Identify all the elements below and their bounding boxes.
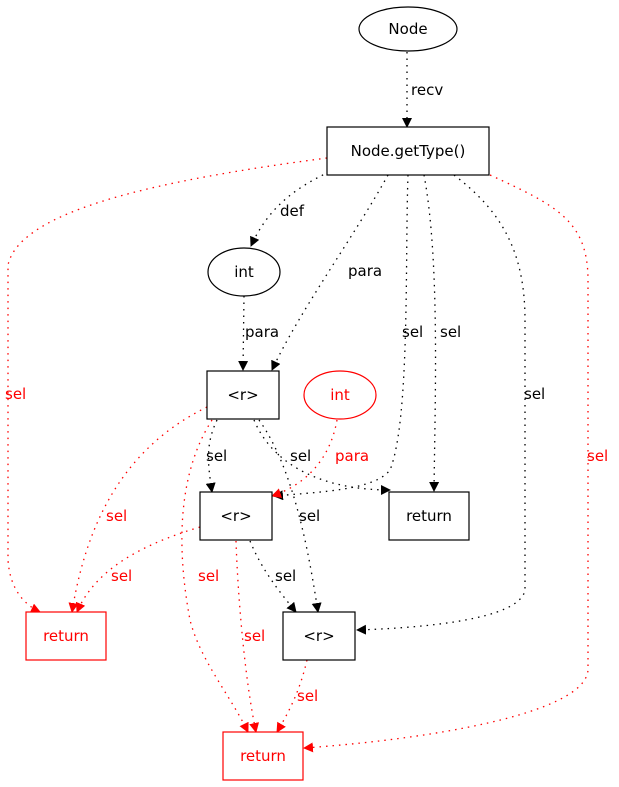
edge-gettype-to-ret1: sel bbox=[423, 174, 461, 492]
edge-line bbox=[273, 174, 409, 501]
edge-r3-to-ret_bottom: sel bbox=[276, 659, 318, 733]
edge-label: sel bbox=[440, 323, 461, 341]
edge-line bbox=[271, 174, 389, 371]
node-ret-left[interactable]: return bbox=[25, 611, 107, 661]
edge-label: para bbox=[348, 262, 382, 280]
edge-line bbox=[68, 406, 208, 613]
edge-r1-to-ret_left: sel bbox=[68, 406, 208, 613]
edge-label: def bbox=[280, 202, 305, 220]
edge-line bbox=[205, 419, 218, 493]
edge-gettype-to-r1: para bbox=[271, 174, 389, 371]
edge-gettype-to-ret_left: sel bbox=[5, 157, 328, 613]
edge-label: sel bbox=[111, 567, 132, 585]
node-box[interactable] bbox=[222, 731, 304, 781]
node-r3[interactable]: <r> bbox=[282, 611, 356, 661]
node-box[interactable] bbox=[282, 611, 356, 661]
edge-label: sel bbox=[5, 385, 26, 403]
node-r2[interactable]: <r> bbox=[199, 491, 273, 541]
edge-label: sel bbox=[106, 507, 127, 525]
edge-line bbox=[238, 295, 249, 371]
edge-r2-to-ret_left: sel bbox=[75, 526, 201, 613]
node-box[interactable] bbox=[25, 611, 107, 661]
edge-line bbox=[235, 540, 260, 733]
edge-label: sel bbox=[587, 447, 608, 465]
node-ellipse[interactable] bbox=[303, 370, 377, 420]
edge-label: sel bbox=[290, 447, 311, 465]
node-label: return bbox=[406, 507, 452, 525]
edge-gettype-to-int1: def bbox=[250, 171, 330, 247]
edge-gettype-to-r3: sel bbox=[356, 174, 545, 635]
edge-line bbox=[75, 526, 201, 613]
edge-r2-to-ret_bottom: sel bbox=[235, 540, 265, 733]
edge-r1-to-ret1: sel bbox=[253, 419, 391, 495]
node-box[interactable] bbox=[206, 370, 280, 420]
node-label: <r> bbox=[227, 386, 258, 404]
edge-gettype-to-r2: sel bbox=[273, 174, 423, 501]
edge-int1-to-r1: para bbox=[238, 295, 279, 371]
node-label: <r> bbox=[303, 627, 334, 645]
node-label: int bbox=[330, 386, 350, 404]
edge-line bbox=[253, 419, 391, 495]
node-label: <r> bbox=[220, 507, 251, 525]
node-int2[interactable]: int bbox=[303, 370, 377, 420]
node-label: int bbox=[234, 263, 254, 281]
node-box[interactable] bbox=[326, 126, 490, 176]
edge-label: sel bbox=[198, 567, 219, 585]
edge-label: sel bbox=[402, 323, 423, 341]
node-ellipse[interactable] bbox=[207, 247, 281, 297]
edge-label: sel bbox=[297, 687, 318, 705]
edge-line bbox=[423, 174, 440, 492]
node-gettype[interactable]: Node.getType() bbox=[326, 126, 490, 176]
node-label: return bbox=[240, 747, 286, 765]
edge-r1-to-ret_bottom: sel bbox=[181, 419, 249, 733]
edge-int2-to-r2: para bbox=[271, 419, 369, 498]
node-ret1[interactable]: return bbox=[388, 491, 470, 541]
node-box[interactable] bbox=[199, 491, 273, 541]
node-ret-bottom[interactable]: return bbox=[222, 731, 304, 781]
node-ellipse[interactable] bbox=[358, 6, 458, 52]
node-box[interactable] bbox=[388, 491, 470, 541]
edge-label: sel bbox=[524, 385, 545, 403]
node-r1[interactable]: <r> bbox=[206, 370, 280, 420]
node-node[interactable]: Node bbox=[358, 6, 458, 52]
edge-label: sel bbox=[244, 627, 265, 645]
edge-line bbox=[356, 174, 526, 635]
edge-label: para bbox=[335, 447, 369, 465]
edge-r2-to-r3: sel bbox=[249, 540, 297, 613]
edge-r1-to-r3: sel bbox=[258, 419, 322, 613]
edge-label: para bbox=[245, 323, 279, 341]
edge-r1-to-r2: sel bbox=[205, 419, 227, 493]
node-label: Node.getType() bbox=[351, 142, 466, 160]
edge-label: recv bbox=[411, 81, 443, 99]
edge-gettype-to-ret_bottom: sel bbox=[303, 174, 608, 753]
node-int1[interactable]: int bbox=[207, 247, 281, 297]
edge-label: sel bbox=[275, 567, 296, 585]
node-label: Node bbox=[388, 20, 427, 38]
node-label: return bbox=[43, 627, 89, 645]
edge-node-to-gettype: recv bbox=[402, 52, 443, 128]
edge-label: sel bbox=[206, 447, 227, 465]
edge-label: sel bbox=[299, 507, 320, 525]
